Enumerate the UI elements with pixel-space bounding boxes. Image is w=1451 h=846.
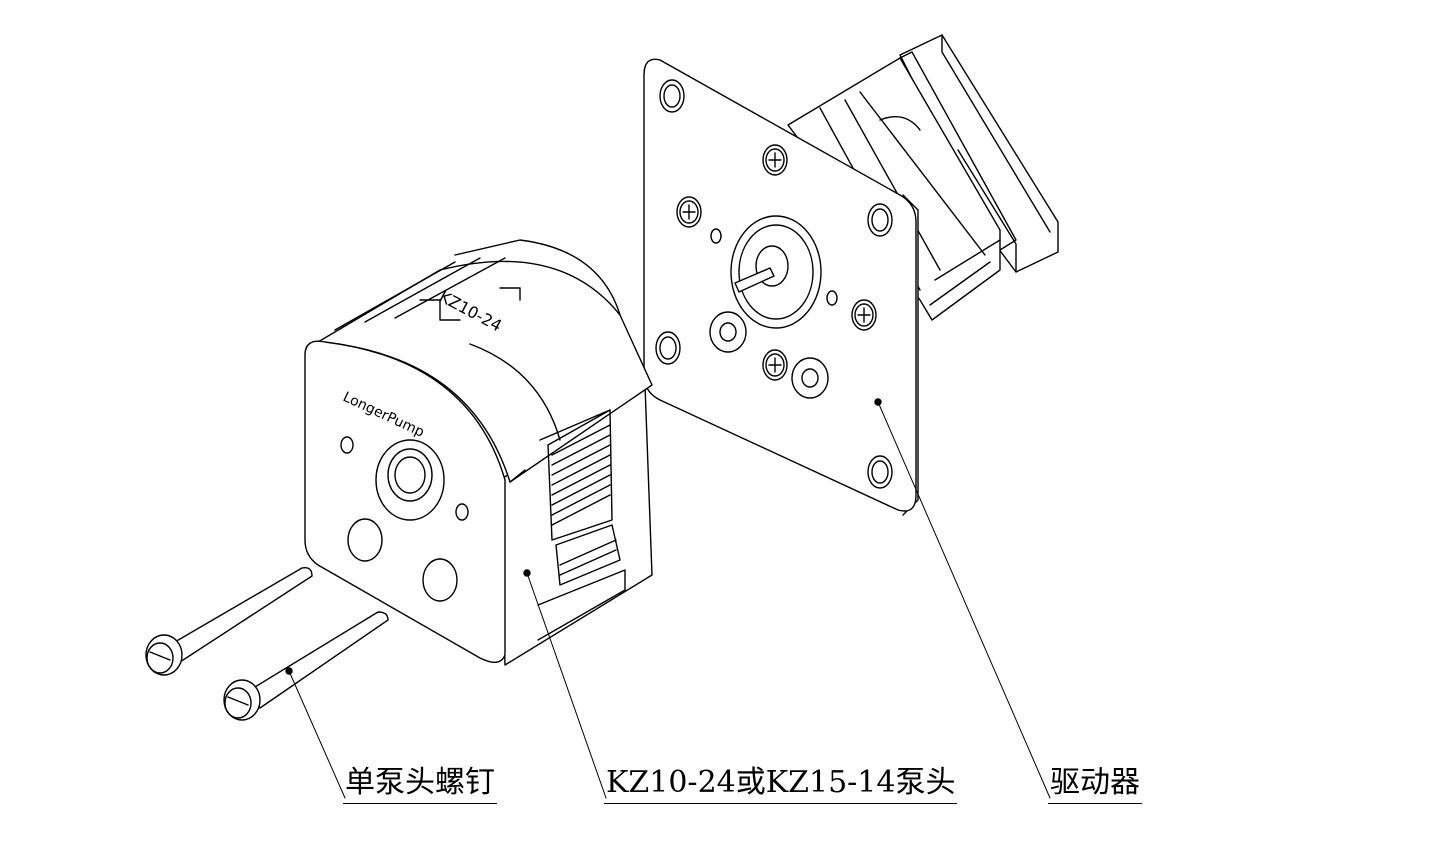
leader-lines — [288, 401, 1051, 799]
slot-screw-icon — [149, 651, 171, 661]
screw-label: 单泵头螺钉 — [343, 766, 497, 804]
rotor-opening — [375, 439, 445, 521]
driver-mounting-plate — [643, 58, 919, 516]
standoff-icon — [791, 357, 829, 399]
shaft-key — [734, 267, 775, 293]
phillips-screw-icon — [762, 144, 788, 176]
screw-leader-line — [288, 670, 346, 799]
pump-head: LongerPump KZ10-24 — [304, 239, 653, 666]
tube-slot-grooves — [551, 424, 611, 526]
mounting-hole-icon — [867, 455, 893, 489]
pump-head-screw-1 — [145, 566, 313, 676]
phillips-screw-icon — [762, 349, 788, 381]
driver-motor-body — [787, 34, 1059, 321]
phillips-screw-icon — [676, 196, 702, 228]
phillips-screw-icon — [851, 299, 877, 331]
slot-screw-icon — [227, 696, 249, 706]
pump-head-label: KZ10-24或KZ15-14泵头 — [604, 766, 958, 804]
screw-hole-icon — [422, 558, 458, 602]
pump-head-leader-line — [526, 572, 607, 799]
mounting-hole-icon — [659, 79, 685, 113]
pump-head-screw-2 — [223, 611, 389, 721]
mounting-hole-icon — [655, 331, 681, 365]
driver-leader-line — [877, 401, 1051, 799]
standoff-icon — [709, 311, 747, 353]
motor-boss — [730, 215, 822, 329]
mounting-hole-icon — [867, 203, 893, 237]
screw-hole-icon — [347, 518, 383, 562]
driver-label: 驱动器 — [1048, 766, 1142, 804]
